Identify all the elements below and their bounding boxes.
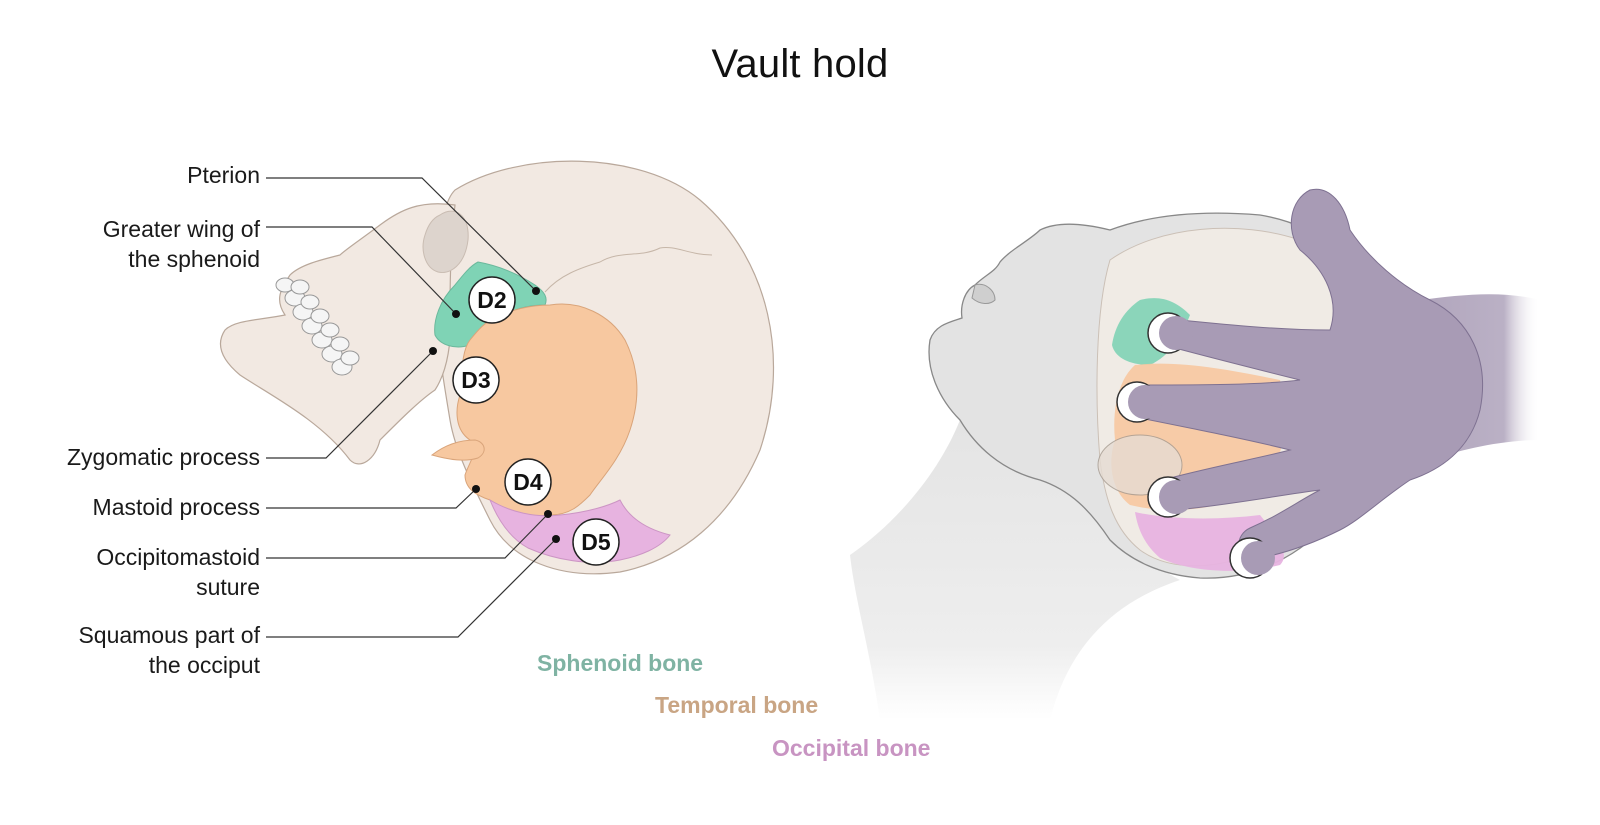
label-line: Mastoid process <box>92 494 260 520</box>
legend-sphenoid-bone: Sphenoid bone <box>537 650 704 676</box>
label-squamous-occiput: Squamous part of the occiput <box>78 620 260 680</box>
leader-squamous <box>266 538 557 638</box>
leader-dots <box>429 287 560 543</box>
label-line: Occipitomastoid <box>96 544 260 570</box>
lips <box>971 283 996 304</box>
digit-label: D2 <box>477 287 506 313</box>
label-line: suture <box>196 574 260 600</box>
orbit <box>422 210 469 274</box>
leader-lines <box>266 177 557 638</box>
label-line: the occiput <box>148 652 260 678</box>
teeth <box>275 277 360 376</box>
label-line: Zygomatic process <box>66 444 260 470</box>
digit-marker-d3: D3 <box>452 356 500 404</box>
diagram-title: Vault hold <box>711 42 889 86</box>
label-occipitomastoid-suture: Occipitomastoid suture <box>96 542 260 602</box>
legend-occipital-bone: Occipital bone <box>772 735 931 761</box>
zygomatic-arch <box>430 439 485 461</box>
leader-zygomatic <box>266 350 434 459</box>
digit-label: D3 <box>461 367 490 393</box>
fingertip-pads <box>1128 316 1275 575</box>
leader-occipitomastoid <box>266 513 549 559</box>
legend-temporal-bone: Temporal bone <box>655 692 819 718</box>
label-mastoid-process: Mastoid process <box>93 492 260 522</box>
digit-marker-d2: D2 <box>468 276 516 324</box>
label-line: Greater wing of <box>102 216 260 242</box>
leader-greater-wing <box>266 226 457 315</box>
label-line: Squamous part of <box>78 622 260 648</box>
digit-label: D4 <box>513 469 543 495</box>
label-pterion: Pterion <box>187 160 260 190</box>
leader-pterion <box>266 177 537 292</box>
label-line: Pterion <box>187 162 260 188</box>
digit-marker-d4: D4 <box>504 458 552 506</box>
digit-label: D5 <box>581 529 611 555</box>
coronal-suture <box>544 246 713 293</box>
digit-marker-d5: D5 <box>572 518 620 566</box>
label-line: the sphenoid <box>128 246 260 272</box>
skull-lateral-view <box>219 160 775 575</box>
label-greater-wing: Greater wing of the sphenoid <box>103 214 260 274</box>
head-with-hand-illustration <box>850 188 1540 720</box>
label-zygomatic-process: Zygomatic process <box>67 442 260 472</box>
leader-mastoid <box>266 488 477 509</box>
